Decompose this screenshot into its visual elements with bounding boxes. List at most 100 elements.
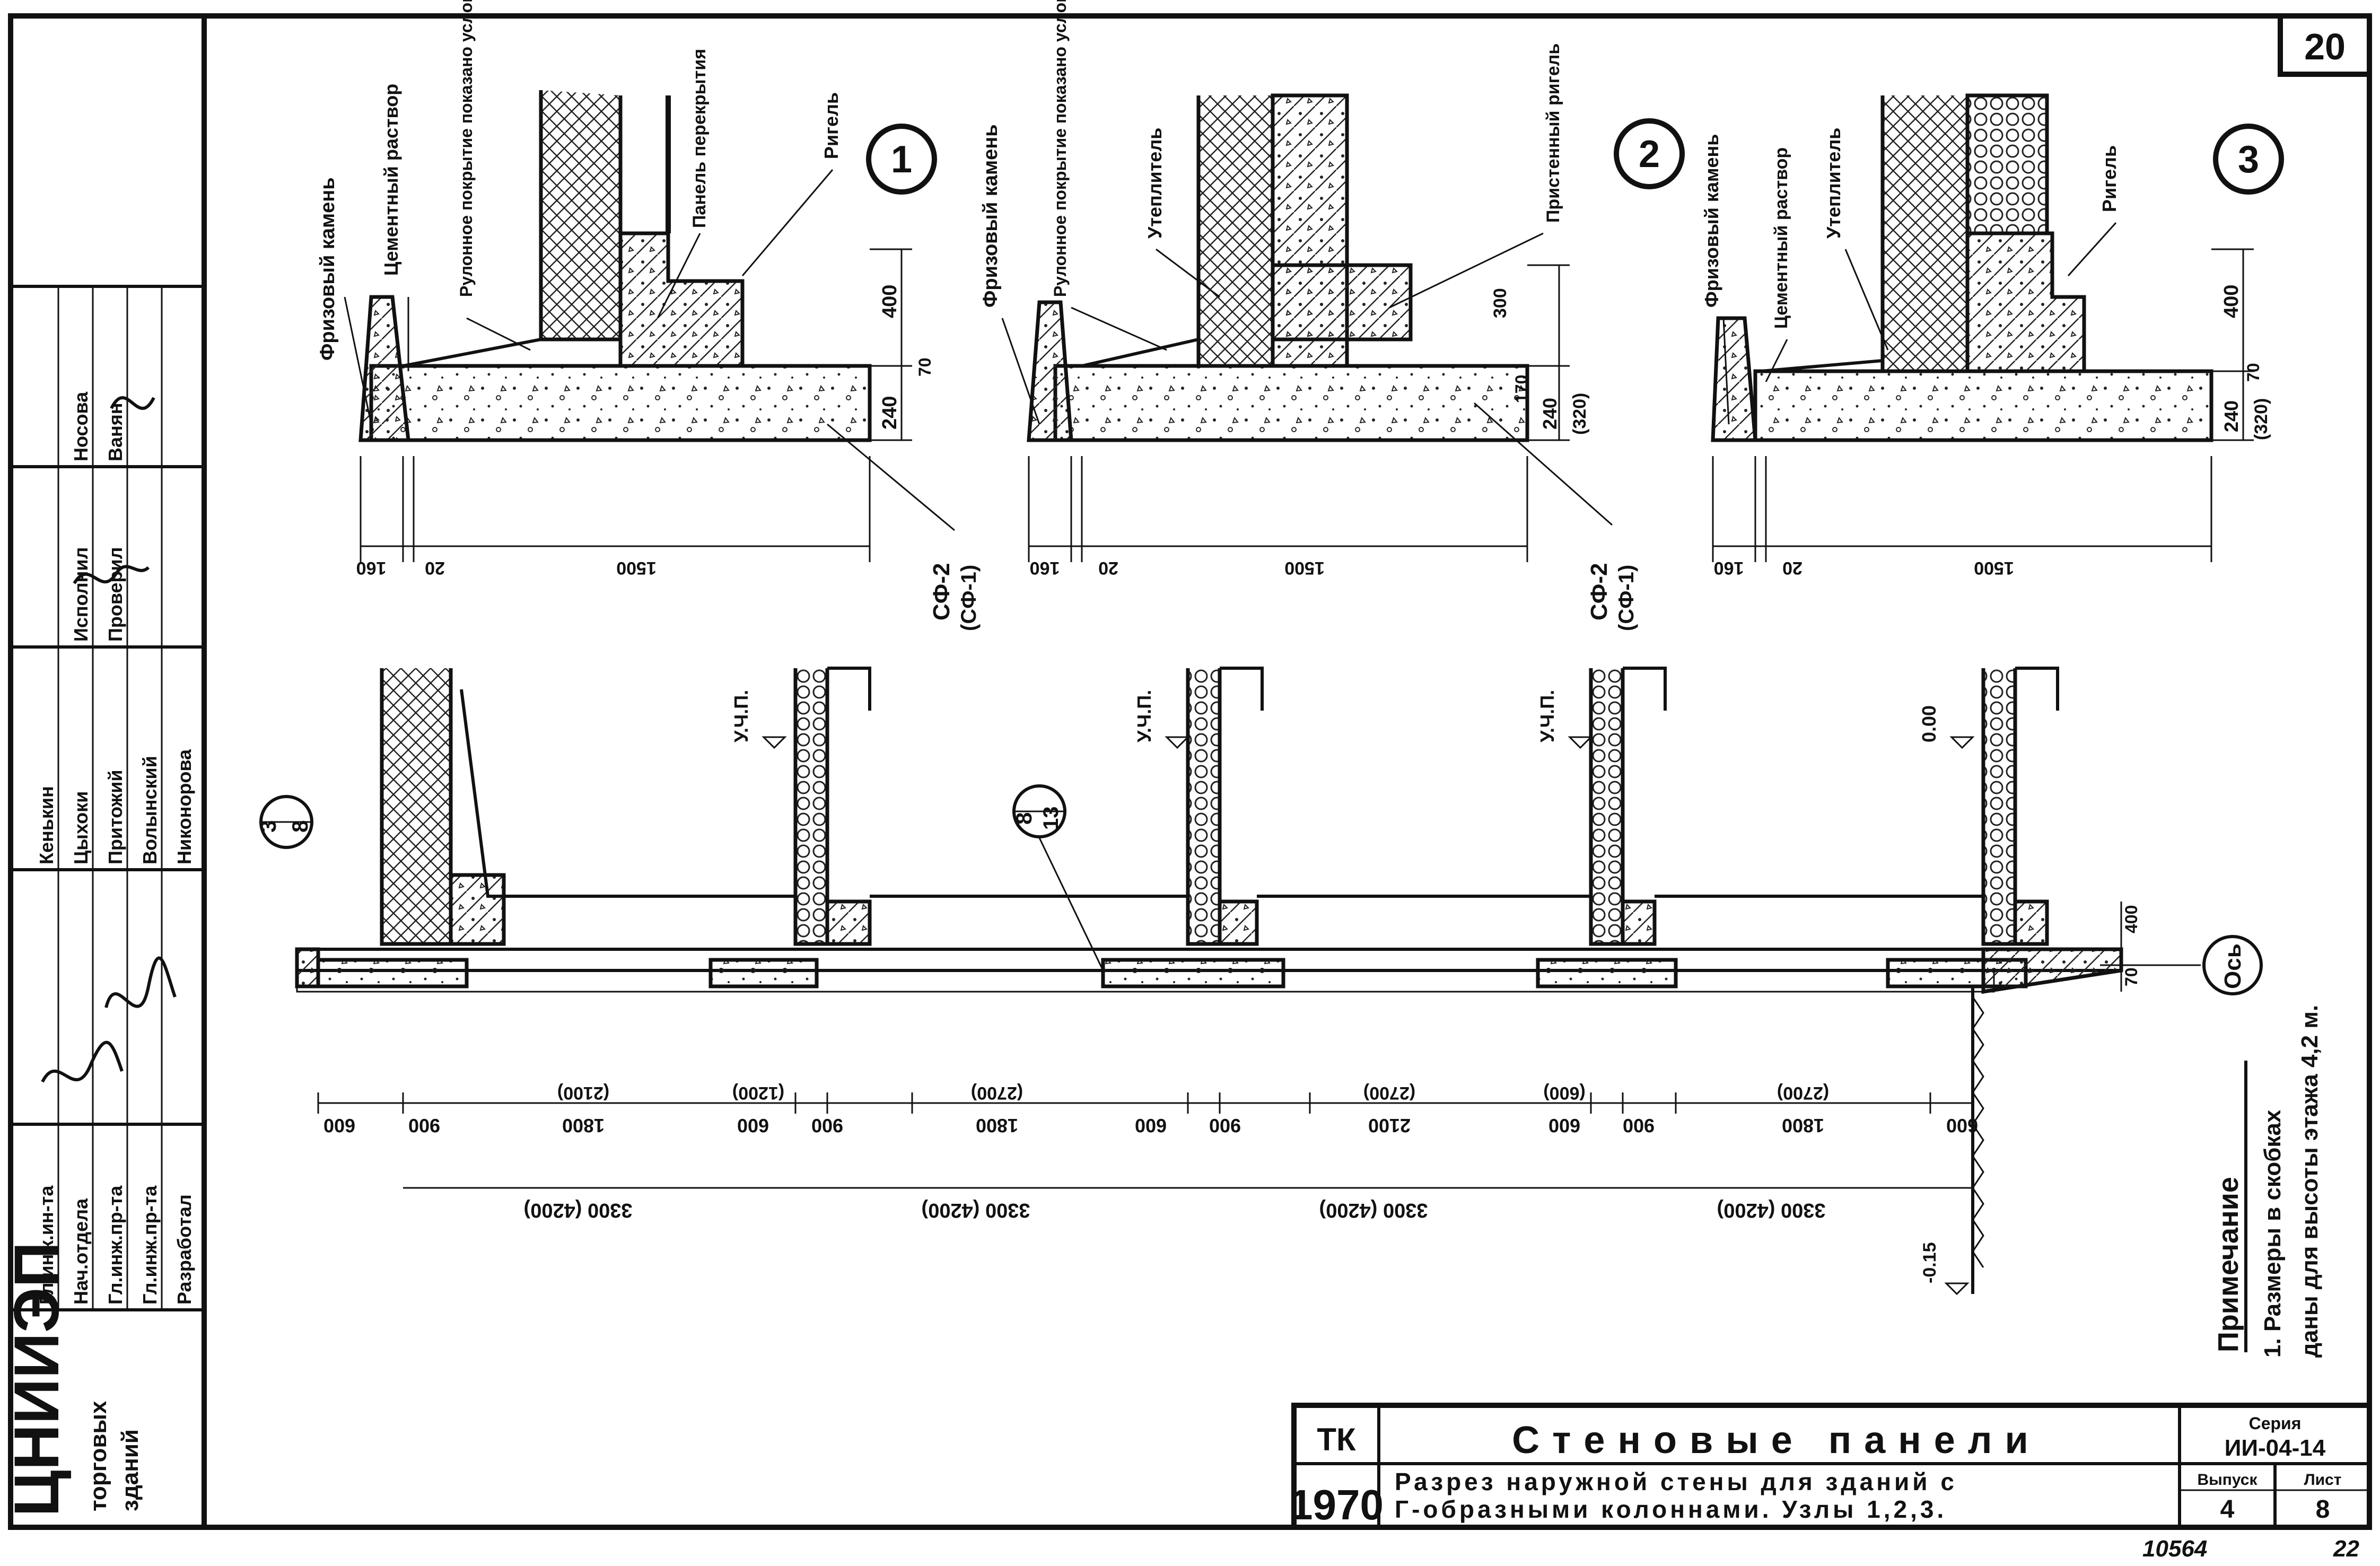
role-1: Нач.отдела <box>70 1198 92 1305</box>
bottom-number-right: 22 <box>2333 1536 2359 1562</box>
dim-row1-6: 600 <box>1135 1115 1167 1136</box>
dim-row2: 3300 (4200)3300 (4200)3300 (4200)3300 (4… <box>524 1199 1826 1221</box>
n2-dim-20: 20 <box>1098 558 1118 578</box>
n1-label-3: Панель перекрытия <box>689 49 710 228</box>
n3-label-0: Фризовый камень <box>1701 134 1722 308</box>
issue-label: Выпуск <box>2197 1471 2258 1489</box>
name-0: Кенькин <box>36 786 57 864</box>
n1-dim-20: 20 <box>425 558 445 578</box>
n2-dim-160: 160 <box>1030 558 1060 578</box>
signature-scribble <box>110 396 155 410</box>
extra-name-1: Ванян <box>104 403 126 461</box>
n1-dim-400: 400 <box>879 285 901 318</box>
n1-label-1: Цементный раствор <box>380 84 402 276</box>
n1-label-0: Фризовый камень <box>317 177 339 361</box>
name-2: Притожий <box>104 770 126 864</box>
dim-row1-1: 900 <box>408 1115 440 1136</box>
n1-dim-160: 160 <box>356 558 387 578</box>
signature-scribble <box>41 1040 124 1083</box>
signature-scribble <box>104 956 177 1008</box>
dim-70: 70 <box>2122 967 2141 986</box>
node-2: 300 170 240 (320) 160 20 1500 СФ-2 (СФ-1… <box>979 0 1685 631</box>
n2-dim-1500: 1500 <box>1284 558 1325 578</box>
subtitle-line2: Г-образными колоннами. Узлы 1,2,3. <box>1395 1495 1947 1523</box>
n3-label-2: Утеплитель <box>1823 128 1844 239</box>
dim-row1-alt-2: (2700) <box>971 1083 1023 1103</box>
dim-row1-3: 600 <box>737 1115 769 1136</box>
n3-dim-320: (320) <box>2251 398 2271 440</box>
dim-row1-alt-5: (2700) <box>1777 1083 1829 1103</box>
n2-dim-300: 300 <box>1490 288 1510 318</box>
dim-400: 400 <box>2122 905 2141 933</box>
dim-row1-alt-3: (2700) <box>1363 1083 1415 1103</box>
n2-number: 2 <box>1639 133 1660 176</box>
n2-label-2: Утеплитель <box>1144 128 1166 239</box>
n3-dim-160: 160 <box>1714 558 1744 578</box>
n1-mark-alt: (СФ-1) <box>957 565 981 631</box>
n2-mark-alt: (СФ-1) <box>1615 565 1638 631</box>
sheet-label: Лист <box>2304 1471 2342 1489</box>
n2-dim-170: 170 <box>1512 375 1531 403</box>
extra-name-0: Носова <box>70 391 92 461</box>
title-block: ТК 1970 Стеновые панели Разрез наружной … <box>1289 1403 2372 1530</box>
signature-scribble <box>73 565 150 584</box>
year: 1970 <box>1289 1481 1384 1528</box>
n2-label-3: Пристенный ригель <box>1543 43 1563 223</box>
n1-dim-1500: 1500 <box>616 558 657 578</box>
name-3: Волынский <box>139 756 161 864</box>
dim-row1-7: 900 <box>1209 1115 1241 1136</box>
n3-dim-240: 240 <box>2220 400 2242 432</box>
role-3: Гл.инж.пр-та <box>139 1185 161 1305</box>
note-line2: даны для высоты этажа 4,2 м. <box>2297 1005 2323 1358</box>
extra-role-1: Проверил <box>104 547 126 642</box>
extra-role-0: Исполнил <box>70 547 92 642</box>
n3-dim-20: 20 <box>1782 558 1802 578</box>
role-0: Гл.инж.ин-та <box>36 1185 57 1305</box>
node-1: 400 70 240 160 20 1500 СФ-2 (СФ-1) 1 Фри… <box>317 0 981 631</box>
sheet-title: Стеновые панели <box>1512 1419 2041 1462</box>
left-stamp: ЦНИИЭП торговых зданий Гл.инж.ин-та Нач.… <box>1 285 204 1517</box>
sheet-number: 20 <box>2304 26 2346 67</box>
dim-row1-alt-4: (600) <box>1543 1083 1585 1103</box>
callout-left-top: 3 <box>256 820 281 833</box>
n3-dim-1500: 1500 <box>1974 558 2014 578</box>
bottom-number-left: 10564 <box>2142 1536 2207 1562</box>
n1-label-4: Ригель <box>820 92 842 159</box>
n2-label-1: Рулонное покрытие показано условно <box>1051 0 1070 297</box>
org-line1: торговых <box>85 1401 111 1511</box>
n2-mark: СФ-2 <box>1586 563 1612 620</box>
role-4: Разработал <box>173 1194 195 1305</box>
dim-row1-10: 900 <box>1623 1115 1655 1136</box>
dim-row1-4: 900 <box>811 1115 843 1136</box>
node-3: 400 70 240 (320) 160 20 1500 3 Фризовый … <box>1701 93 2284 578</box>
sheet: 8 <box>2316 1495 2330 1524</box>
level-2: У.Ч.П. <box>1536 690 1558 742</box>
dim-row1-0: 600 <box>323 1115 355 1136</box>
dim-row1: 600 900 1800 600 900 1800 600 900 2100 600 900 1800… <box>317 1092 1978 1136</box>
n1-number: 1 <box>891 138 912 181</box>
n2-dim-320: (320) <box>1570 393 1590 435</box>
callout-mid-bottom: 13 <box>1039 807 1063 830</box>
dim-row1-11: 1800 <box>1782 1115 1824 1136</box>
level-3: 0.00 <box>1918 705 1940 742</box>
n2-dim-240: 240 <box>1539 398 1561 430</box>
dim-row2-0: 3300 (4200) <box>524 1199 633 1221</box>
callout-mid-top: 8 <box>1011 812 1036 825</box>
dim-row1-2: 1800 <box>562 1115 605 1136</box>
dim-row1-12: 600 <box>1946 1115 1978 1136</box>
name-1: Цыхоки <box>70 791 92 864</box>
dim-row1-alt-1: (1200) <box>732 1083 784 1103</box>
dim-row1-8: 2100 <box>1368 1115 1411 1136</box>
n3-dim-400: 400 <box>2220 285 2243 318</box>
level-0: У.Ч.П. <box>730 690 752 742</box>
n2-label-0: Фризовый камень <box>979 124 1002 308</box>
dim-row2-2: 3300 (4200) <box>1319 1199 1428 1221</box>
outer-frame <box>8 13 2372 1530</box>
dim-row1-5: 1800 <box>976 1115 1018 1136</box>
n1-dim-70: 70 <box>915 357 934 377</box>
org-line2: зданий <box>117 1429 143 1511</box>
n3-number: 3 <box>2238 138 2259 181</box>
n1-dim-240: 240 <box>879 396 901 430</box>
